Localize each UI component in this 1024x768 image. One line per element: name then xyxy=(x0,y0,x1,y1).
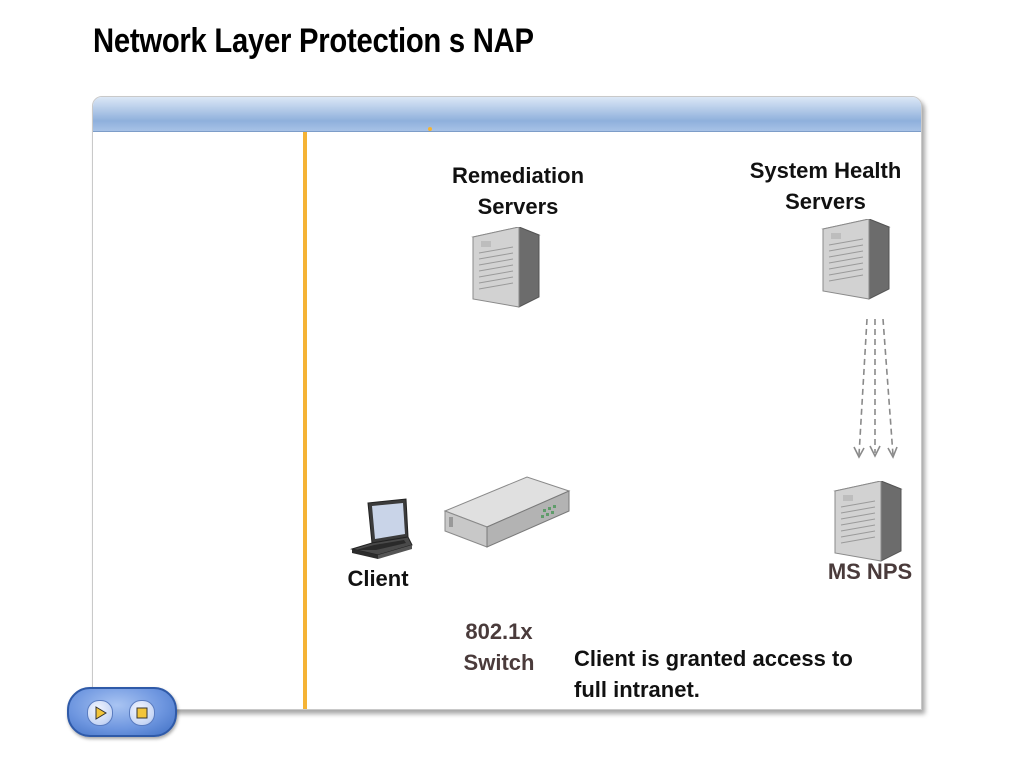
slide-title: Network Layer Protection s NAP xyxy=(93,22,534,60)
diagram-panel: Remediation Servers System Health Server… xyxy=(92,96,922,710)
client-laptop-icon xyxy=(350,498,413,559)
remediation-servers-label: Remediation Servers xyxy=(451,163,585,219)
play-button[interactable] xyxy=(87,700,113,726)
stop-button[interactable] xyxy=(129,700,155,726)
nps-label: MS NPS xyxy=(827,559,913,584)
header-marker xyxy=(428,127,432,131)
system-health-servers-label: System Health Servers xyxy=(749,158,902,214)
switch-label: 802.1x Switch xyxy=(463,619,535,675)
panel-header-bar xyxy=(93,97,921,132)
system-health-server-icon xyxy=(821,219,891,300)
network-switch-icon xyxy=(443,476,571,548)
client-label: Client xyxy=(347,566,409,591)
play-icon xyxy=(95,706,107,720)
nps-server-icon xyxy=(833,481,903,562)
playback-controls xyxy=(67,687,177,737)
health-to-nps-arrows xyxy=(853,318,898,459)
remediation-server-icon xyxy=(471,227,541,308)
vertical-divider xyxy=(303,132,307,709)
status-caption: Client is granted access to full intrane… xyxy=(574,646,853,702)
stop-icon xyxy=(136,707,148,719)
